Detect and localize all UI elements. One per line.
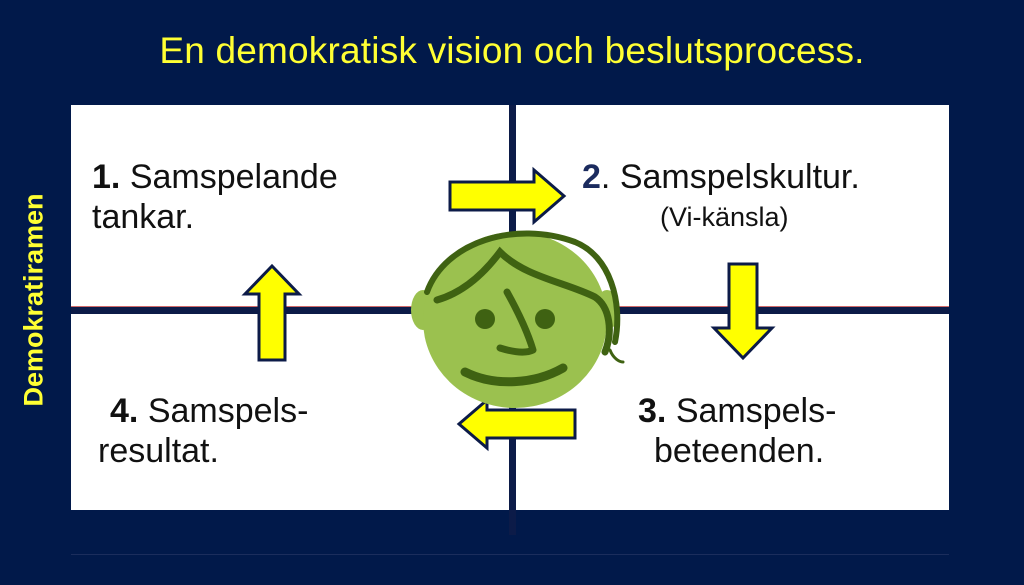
- side-label: Demokratiramen: [18, 193, 49, 407]
- quadrant-2-text: 2. Samspelskultur. (Vi-känsla): [582, 157, 912, 237]
- quadrant-2-number: 2: [582, 158, 601, 196]
- quadrant-4-line2: resultat.: [98, 432, 219, 470]
- quadrant-2-dot: .: [600, 158, 611, 196]
- quadrant-3-line2: beteenden.: [654, 432, 825, 470]
- arrow-down-icon: [710, 262, 776, 361]
- quadrant-1-text: 1. Samspelande tankar.: [92, 157, 338, 237]
- quadrant-3-line1: Samspels-: [675, 392, 837, 430]
- quadrant-3-text: 3. Samspels- beteenden.: [638, 391, 836, 471]
- arrow-left-icon: [456, 396, 577, 452]
- quadrant-4-number: 4.: [110, 392, 139, 430]
- slide-title: En demokratisk vision och beslutsprocess…: [159, 30, 865, 71]
- quadrant-1-line1: Samspelande: [129, 158, 338, 196]
- face-icon: [411, 230, 625, 408]
- quadrant-1-line2: tankar.: [92, 198, 195, 236]
- quadrant-1-number: 1.: [92, 158, 121, 196]
- arrow-right-icon: [448, 166, 567, 226]
- quadrant-3-number: 3.: [638, 392, 667, 430]
- arrow-up-icon: [241, 263, 303, 362]
- quadrant-2-line1: Samspelskultur.: [619, 158, 860, 196]
- bottom-rule: [71, 554, 949, 555]
- quadrant-4-line1: Samspels-: [147, 392, 309, 430]
- quadrant-4-text: 4. Samspels- resultat.: [98, 391, 308, 471]
- quadrant-2-line2: (Vi-känsla): [660, 202, 789, 232]
